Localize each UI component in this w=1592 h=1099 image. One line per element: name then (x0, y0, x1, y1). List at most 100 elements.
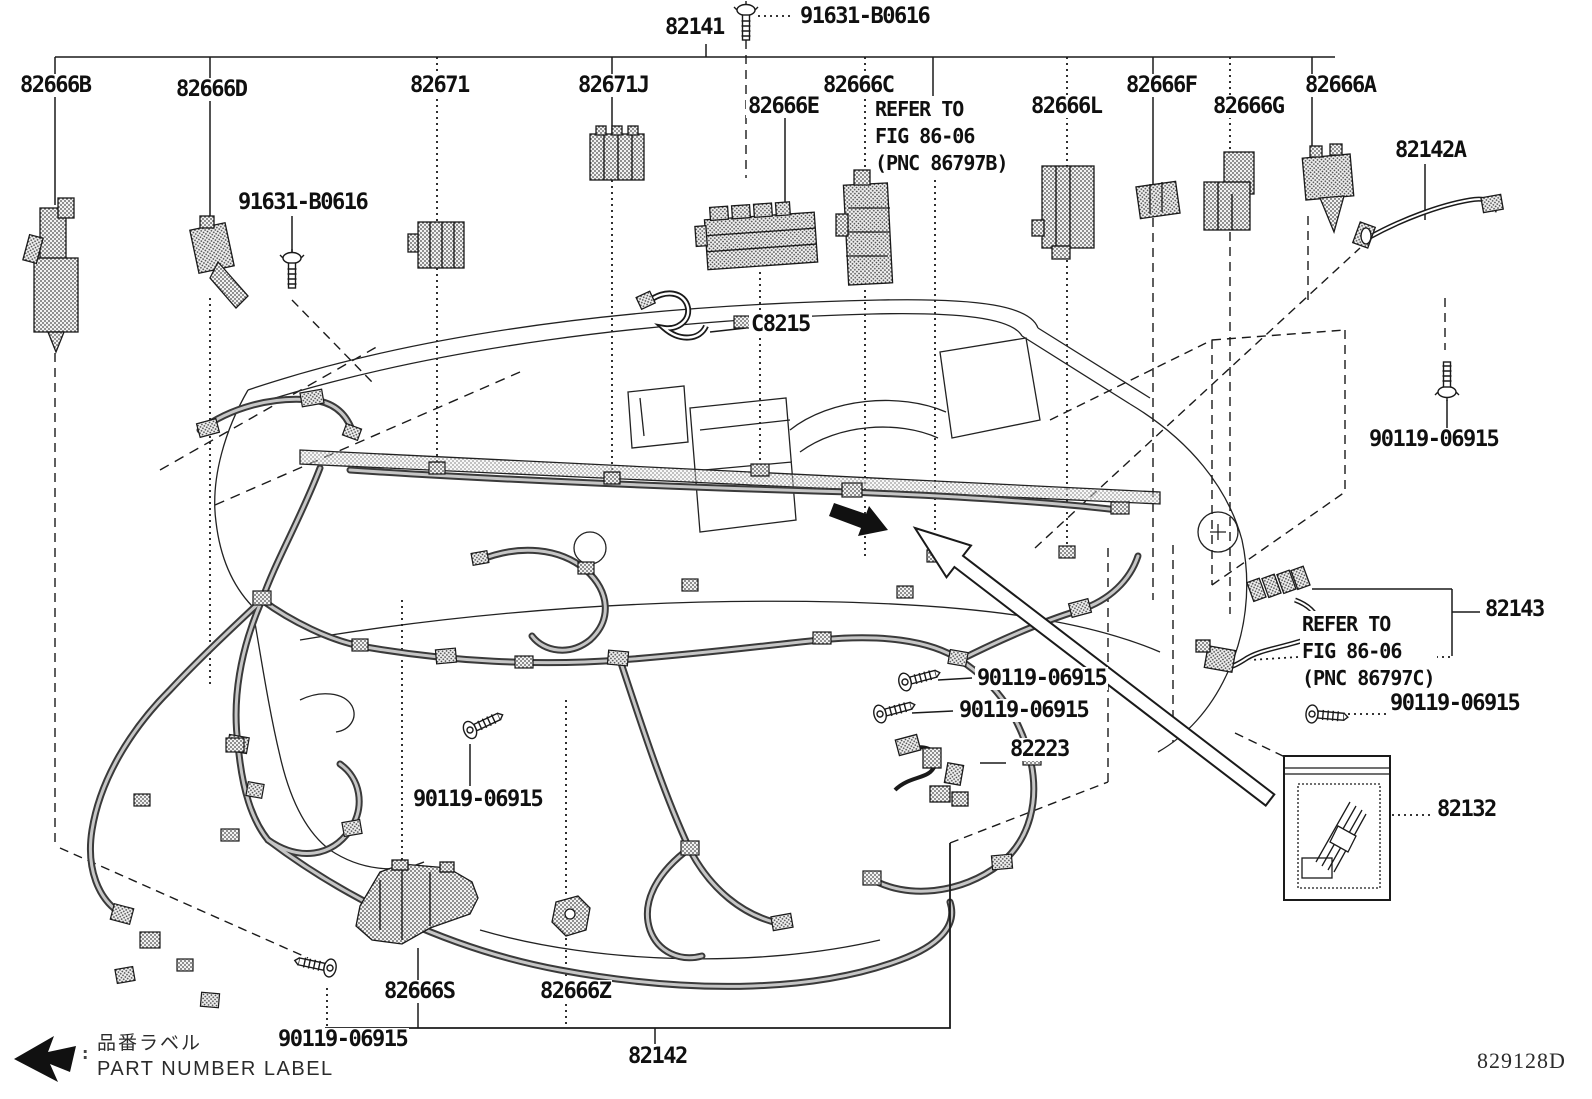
part-glyphs (22, 125, 1504, 945)
note-line: REFER TO (1302, 612, 1391, 636)
connector-block (176, 958, 194, 972)
callout-C8215: C8215 (749, 312, 812, 337)
callout-82132: 82132 (1435, 797, 1498, 822)
part-82132-bag-glyph (1283, 755, 1391, 901)
callout-90119-06915-right-upper: 90119-06915 (1367, 427, 1501, 452)
connector-block (577, 561, 595, 575)
part-82666D-glyph (189, 215, 249, 309)
callout-82666L: 82666L (1029, 94, 1104, 119)
connector-block (470, 550, 490, 566)
note-line: REFER TO (875, 97, 964, 121)
part-82143-glyph (1195, 565, 1321, 674)
footer-separator: : (82, 1044, 89, 1063)
connector-block (195, 417, 221, 439)
connector-block (750, 463, 770, 477)
callout-82666Z: 82666Z (538, 979, 613, 1004)
pointer-arrows (14, 503, 1276, 1082)
boundary-border (325, 843, 951, 1029)
screw-icon (292, 951, 339, 979)
connector-block (245, 781, 265, 799)
connector-block (606, 649, 630, 667)
callout-90119-06915-mid-1: 90119-06915 (975, 666, 1109, 691)
note-line: (PNC 86797C) (1302, 666, 1435, 690)
callout-82142A: 82142A (1393, 138, 1468, 163)
callout-82671: 82671 (408, 73, 471, 98)
connector-block (1067, 597, 1093, 619)
footer-arrow-icon (14, 1036, 76, 1082)
connector-block (114, 965, 136, 985)
black-pointer-arrow-icon (829, 503, 888, 536)
connector-block (770, 912, 794, 932)
callout-90119-06915-left-mid: 90119-06915 (411, 787, 545, 812)
callout-82141: 82141 (663, 15, 726, 40)
harness-connector-blocks (109, 315, 1130, 1009)
screw-icon (733, 0, 759, 41)
part-C8215-glyph (635, 290, 709, 341)
screw-icon (279, 248, 305, 289)
connector-block (862, 870, 882, 886)
part-number-label-jp: 品番ラベル (97, 1032, 203, 1054)
callout-82671J: 82671J (576, 73, 651, 98)
connector-block (1110, 501, 1130, 515)
screw-icon (460, 705, 508, 742)
note-line: (PNC 86797B) (875, 151, 1008, 175)
connector-block (225, 737, 245, 753)
callout-91631-B0616-left: 91631-B0616 (236, 190, 370, 215)
connector-block (841, 482, 863, 498)
connector-block (990, 853, 1014, 871)
connector-block (947, 648, 969, 668)
callout-82666G: 82666G (1211, 94, 1286, 119)
connector-block (896, 585, 914, 599)
connector-block (514, 655, 534, 669)
callout-82142: 82142 (626, 1044, 689, 1069)
connector-block (341, 818, 363, 838)
connector-block (139, 931, 161, 949)
connector-block (680, 840, 700, 856)
callout-82666F: 82666F (1124, 73, 1199, 98)
connector-block (812, 631, 832, 645)
callout-90119-06915-right-lower: 90119-06915 (1388, 691, 1522, 716)
hollow-pointer-arrow-icon (912, 526, 1276, 808)
callout-82143: 82143 (1483, 597, 1546, 622)
connector-block (341, 422, 363, 442)
part-82671-glyph (407, 221, 465, 269)
part-82666B-glyph (22, 197, 79, 354)
reference-lines (54, 44, 1480, 1044)
screw-icon (1434, 361, 1460, 402)
part-82666A-glyph (1301, 143, 1355, 234)
connector-block (252, 590, 272, 606)
part-82666F-glyph (1135, 180, 1181, 220)
callout-82666A: 82666A (1303, 73, 1378, 98)
part-82666S-glyph (355, 859, 479, 945)
connector-block (299, 388, 325, 408)
note-refer-fig-86-06-b: REFER TO FIG 86-06 (PNC 86797B) (873, 96, 1010, 177)
callout-82666B: 82666B (18, 73, 93, 98)
screw-icon (871, 695, 918, 725)
part-82666G-glyph (1203, 151, 1255, 231)
callout-91631-B0616-top: 91631-B0616 (798, 4, 932, 29)
connector-block (109, 902, 135, 926)
callout-82666E: 82666E (746, 94, 821, 119)
part-82666E-glyph (694, 201, 819, 271)
connector-block (603, 471, 621, 485)
part-number-label-en: PART NUMBER LABEL (97, 1058, 334, 1080)
screw-icon (896, 663, 943, 693)
part-82666Z-glyph (551, 895, 591, 937)
callout-82223: 82223 (1008, 737, 1071, 762)
connector-block (1058, 545, 1076, 559)
part-82142A-glyph (1351, 193, 1504, 249)
connector-block (733, 315, 751, 329)
connector-block (434, 647, 458, 665)
callout-82666D: 82666D (174, 77, 249, 102)
connector-block (428, 461, 446, 475)
connector-block (199, 991, 221, 1009)
drawing-code: 829128D (1477, 1048, 1566, 1073)
part-82666L-glyph (1031, 165, 1095, 260)
connector-block (681, 578, 699, 592)
dashboard-outline (214, 299, 1248, 988)
part-82671J-glyph (589, 125, 645, 181)
note-line: FIG 86-06 (875, 124, 975, 148)
connector-block (133, 793, 151, 807)
